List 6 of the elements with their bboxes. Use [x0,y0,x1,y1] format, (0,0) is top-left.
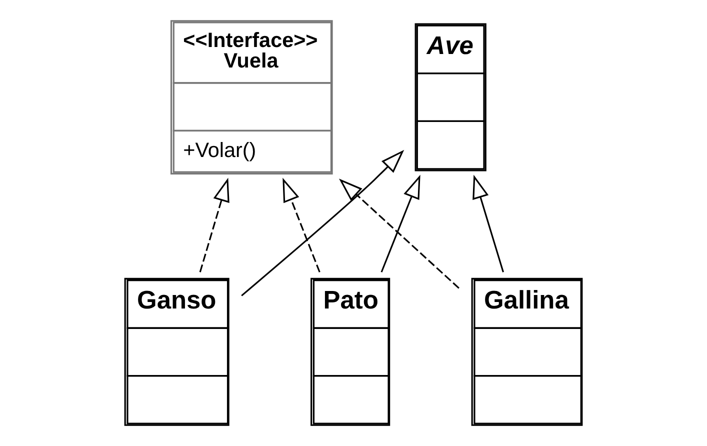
arrow [338,178,460,289]
arrow [282,178,320,272]
arrow [199,178,230,272]
arrow [472,174,504,272]
arrow [241,150,404,296]
arrow [380,174,420,272]
